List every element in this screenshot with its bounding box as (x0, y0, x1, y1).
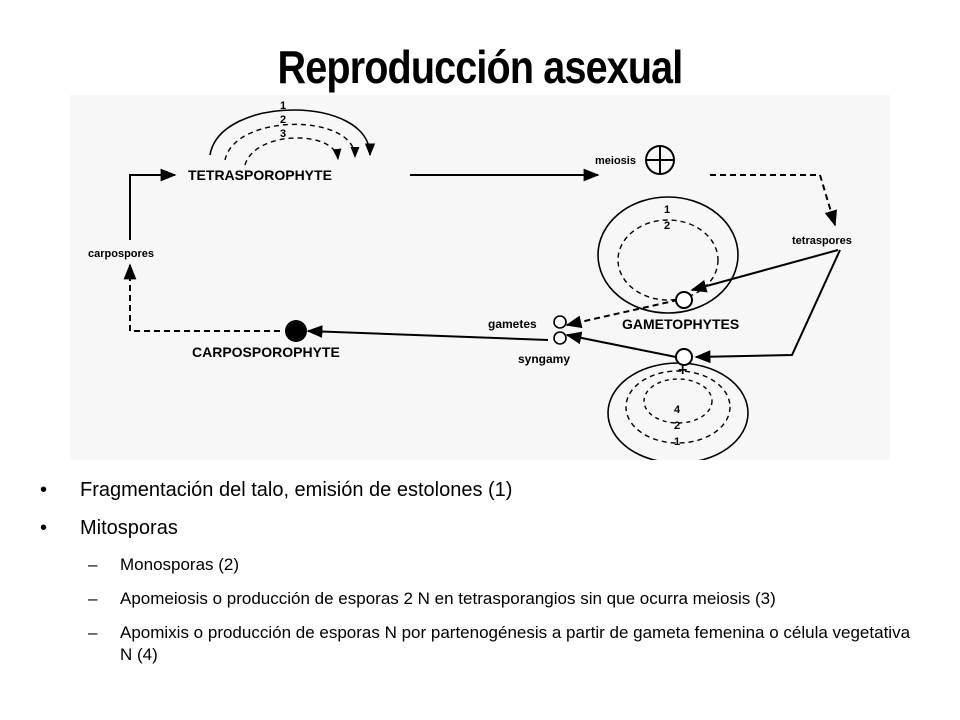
top-loop-number-3: 3 (280, 128, 286, 140)
lower-loop-number-4: 4 (674, 404, 681, 416)
lower-gametophyte-circle (675, 348, 693, 366)
arrow-lower-gametophyte-to-gametes (565, 331, 677, 358)
bullet-dot-icon: • (40, 479, 48, 501)
bullet-text: Mitosporas (80, 517, 178, 539)
slide-title: Reproducción asexual (277, 41, 684, 93)
arrow-tetraspores-to-lower-gametophyte (694, 249, 841, 364)
bullet-item: • Mitosporas (40, 516, 920, 540)
life-cycle-diagram: TETRASPOROPHYTE meiosis tetraspores GAME… (70, 95, 890, 460)
label-gametophytes: GAMETOPHYTES (622, 316, 739, 332)
sub-bullet-item: – Monosporas (2) (40, 554, 920, 576)
top-loop-1 (209, 109, 376, 157)
diagram-background (70, 95, 890, 460)
label-syngamy: syngamy (518, 352, 570, 366)
sub-bullet-text: Monosporas (2) (120, 555, 240, 574)
label-tetraspores: tetraspores (792, 235, 852, 247)
upper-loop-number-1: 1 (664, 204, 670, 216)
arrow-meiosis-to-tetraspores (710, 174, 837, 227)
sub-bullet-text: Apomixis o producción de esporas N por p… (120, 623, 911, 664)
upper-loop-inner (617, 219, 719, 301)
top-loop-2 (224, 123, 360, 161)
label-tetrasporophyte: TETRASPOROPHYTE (188, 167, 332, 183)
arrow-upper-gametophyte-to-gametes (565, 299, 679, 329)
bullet-dot-icon: • (40, 517, 48, 539)
lower-loop-middle (625, 370, 731, 444)
lower-loop-number-1: 1 (674, 436, 680, 448)
gamete-circle-1 (553, 315, 567, 329)
lower-loop-number-2: 2 (674, 420, 680, 432)
upper-loop-number-2: 2 (664, 220, 670, 232)
bullet-list: • Fragmentación del talo, emisión de est… (40, 478, 920, 678)
label-gametes: gametes (488, 317, 537, 331)
upper-loop-outer (597, 196, 739, 314)
bullet-item: • Fragmentación del talo, emisión de est… (40, 478, 920, 502)
arrow-syngamy-to-carposporophyte (306, 325, 549, 341)
bullet-text: Fragmentación del talo, emisión de estol… (80, 479, 513, 501)
arrow-carposporophyte-to-carpospores (123, 263, 280, 332)
upper-gametophyte-circle (675, 291, 693, 309)
top-loop-3 (244, 137, 342, 166)
label-carposporophyte: CARPOSPOROPHYTE (192, 344, 340, 360)
gamete-circle-2 (553, 331, 567, 345)
meiosis-symbol-cross (646, 146, 674, 174)
dash-icon: – (88, 623, 98, 642)
top-loop-number-1: 1 (280, 100, 286, 112)
plus-symbol: + (678, 362, 687, 379)
dash-icon: – (88, 589, 98, 608)
lower-loop-inner (643, 378, 713, 424)
sub-bullet-item: – Apomeiosis o producción de esporas 2 N… (40, 588, 920, 610)
dash-icon: – (88, 555, 98, 574)
top-loop-number-2: 2 (280, 114, 286, 126)
label-carpospores: carpospores (88, 248, 154, 260)
carposporophyte-dot (285, 320, 307, 342)
label-meiosis: meiosis (595, 155, 636, 167)
sub-bullet-item: – Apomixis o producción de esporas N por… (40, 622, 920, 666)
sub-bullet-text: Apomeiosis o producción de esporas 2 N e… (120, 589, 776, 608)
arrow-carpospores-to-tetrasporophyte (129, 168, 177, 240)
arrow-tetraspores-to-upper-gametophyte (690, 249, 839, 293)
